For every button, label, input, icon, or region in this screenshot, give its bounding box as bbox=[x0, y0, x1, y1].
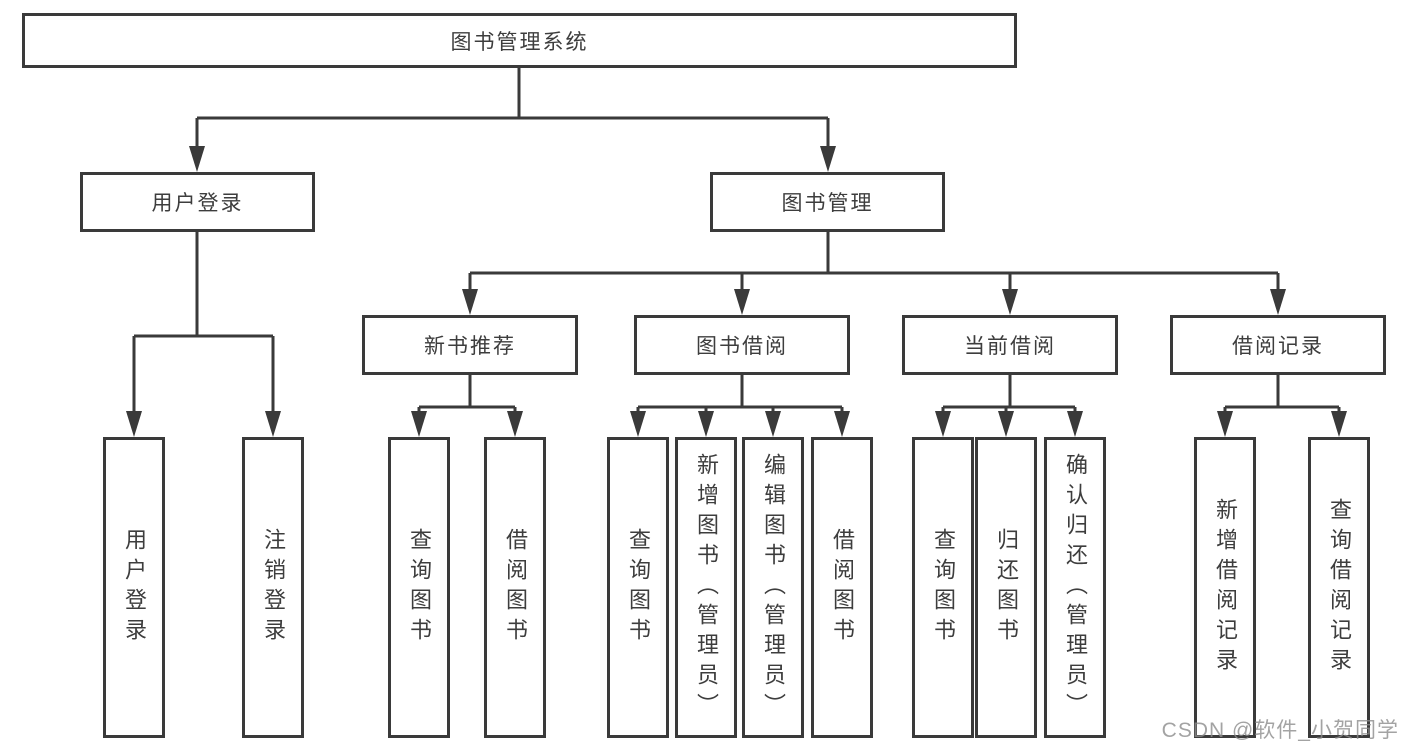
leaf-user-login: 用户登录 bbox=[103, 437, 165, 738]
node-root-label: 图书管理系统 bbox=[450, 30, 589, 54]
leaf-borrow-borrow-books-label: 借阅图书 bbox=[830, 527, 855, 648]
node-current-borrow-label: 当前借阅 bbox=[964, 335, 1056, 358]
leaf-borrow-query-books: 查询图书 bbox=[607, 437, 669, 738]
branch-new-book-recommend bbox=[411, 375, 523, 437]
leaf-current-query-books: 查询图书 bbox=[912, 437, 974, 738]
arrowhead bbox=[1217, 411, 1233, 437]
arrowhead bbox=[189, 146, 205, 172]
arrowhead bbox=[935, 411, 951, 437]
leaf-current-return-books-label: 归还图书 bbox=[994, 527, 1019, 648]
arrowhead bbox=[1067, 411, 1083, 437]
node-user-login: 用户登录 bbox=[80, 172, 315, 232]
arrowhead bbox=[1002, 289, 1018, 315]
leaf-borrow-borrow-books: 借阅图书 bbox=[811, 437, 873, 738]
branch-root bbox=[189, 68, 836, 172]
arrowhead bbox=[411, 411, 427, 437]
leaf-borrow-add-books-admin-label: 新增图书（管理员） bbox=[694, 452, 719, 723]
arrowhead bbox=[265, 411, 281, 437]
arrowhead bbox=[998, 411, 1014, 437]
branch-current-borrow bbox=[935, 375, 1083, 437]
arrowhead bbox=[834, 411, 850, 437]
arrowhead bbox=[1270, 289, 1286, 315]
arrowhead bbox=[820, 146, 836, 172]
leaf-current-confirm-return-admin: 确认归还（管理员） bbox=[1044, 437, 1106, 738]
branch-book-borrow bbox=[630, 375, 850, 437]
arrowhead bbox=[462, 289, 478, 315]
leaf-recommend-query-books: 查询图书 bbox=[388, 437, 450, 738]
arrowhead bbox=[507, 411, 523, 437]
leaf-borrow-add-books-admin: 新增图书（管理员） bbox=[675, 437, 737, 738]
leaf-records-query-record-label: 查询借阅记录 bbox=[1327, 497, 1352, 678]
branch-book-management bbox=[462, 232, 1286, 315]
leaf-current-confirm-return-admin-label: 确认归还（管理员） bbox=[1063, 452, 1088, 723]
branch-borrow-records bbox=[1217, 375, 1347, 437]
branch-user-login bbox=[126, 232, 281, 437]
leaf-borrow-query-books-label: 查询图书 bbox=[626, 527, 651, 648]
node-user-login-label: 用户登录 bbox=[151, 192, 244, 215]
arrowhead bbox=[765, 411, 781, 437]
node-borrow-records: 借阅记录 bbox=[1170, 315, 1386, 375]
arrowhead bbox=[630, 411, 646, 437]
node-new-book-recommend: 新书推荐 bbox=[362, 315, 578, 375]
leaf-current-return-books: 归还图书 bbox=[975, 437, 1037, 738]
leaf-records-query-record: 查询借阅记录 bbox=[1308, 437, 1370, 738]
leaf-current-query-books-label: 查询图书 bbox=[931, 527, 956, 648]
leaf-logout-label: 注销登录 bbox=[261, 527, 286, 648]
arrowhead bbox=[126, 411, 142, 437]
arrowhead bbox=[698, 411, 714, 437]
leaf-borrow-edit-books-admin-label: 编辑图书（管理员） bbox=[761, 452, 786, 723]
node-book-management: 图书管理 bbox=[710, 172, 945, 232]
leaf-recommend-borrow-books: 借阅图书 bbox=[484, 437, 546, 738]
leaf-logout: 注销登录 bbox=[242, 437, 304, 738]
arrowhead bbox=[1331, 411, 1347, 437]
node-book-borrow-label: 图书借阅 bbox=[696, 335, 788, 358]
watermark: CSDN @软件_小贺同学 bbox=[1161, 719, 1399, 742]
leaf-recommend-query-books-label: 查询图书 bbox=[407, 527, 432, 648]
node-borrow-records-label: 借阅记录 bbox=[1232, 335, 1324, 358]
node-current-borrow: 当前借阅 bbox=[902, 315, 1118, 375]
leaf-recommend-borrow-books-label: 借阅图书 bbox=[503, 527, 528, 648]
arrowhead bbox=[734, 289, 750, 315]
node-new-book-recommend-label: 新书推荐 bbox=[424, 335, 516, 358]
leaf-records-add-record: 新增借阅记录 bbox=[1194, 437, 1256, 738]
leaf-user-login-label: 用户登录 bbox=[122, 527, 147, 648]
node-book-management-label: 图书管理 bbox=[781, 192, 874, 215]
leaf-borrow-edit-books-admin: 编辑图书（管理员） bbox=[742, 437, 804, 738]
leaf-records-add-record-label: 新增借阅记录 bbox=[1213, 497, 1238, 678]
node-book-borrow: 图书借阅 bbox=[634, 315, 850, 375]
node-root: 图书管理系统 bbox=[22, 13, 1017, 68]
